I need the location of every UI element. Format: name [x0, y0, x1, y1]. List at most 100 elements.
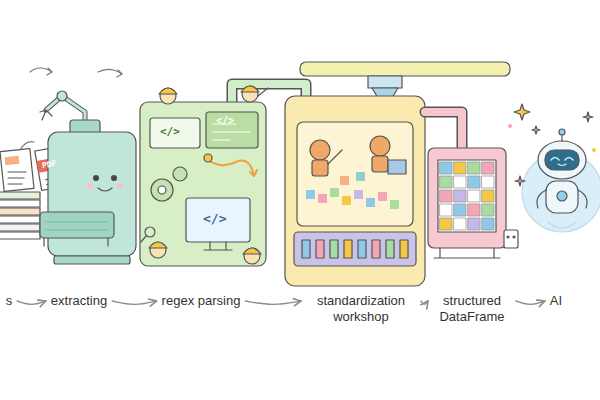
- extractor-machine-part: [117, 183, 123, 189]
- workshop-machine-part: [285, 96, 425, 286]
- workshop-machine-part: [372, 156, 388, 172]
- flow-arrow: [17, 301, 46, 304]
- stage-label-box: AI: [548, 292, 564, 310]
- paper-stack-part: [5, 156, 20, 165]
- regex-machine-part: [205, 158, 254, 176]
- ai-robot-part: [548, 222, 576, 228]
- extractor-machine-part: [57, 91, 67, 101]
- stage-label: regex parsing: [162, 293, 241, 309]
- extractor-machine-part: [98, 188, 112, 191]
- workshop-machine-part: [358, 240, 366, 258]
- worker-figure-part: [141, 236, 146, 242]
- dataframe-monitor-part: [468, 176, 480, 188]
- extractor-machine-part: [40, 110, 52, 120]
- flow-arrow-part: [47, 68, 52, 75]
- extractor-machine-part: [54, 256, 130, 264]
- workshop-machine-part: [306, 190, 315, 199]
- workshop-machine: [285, 96, 425, 286]
- ai-robot-part: [559, 129, 565, 135]
- stage-label: s: [6, 293, 13, 309]
- stage-label-box: extracting: [49, 292, 109, 310]
- workshop-machine-part: [340, 176, 349, 185]
- regex-machine-part: [173, 167, 187, 181]
- workshop-machine-part: [302, 240, 310, 258]
- worker-figure: [141, 86, 268, 264]
- worker-figure-part: [150, 242, 166, 258]
- workshop-machine-part: [344, 240, 352, 258]
- dataframe-monitor-part: [454, 218, 466, 230]
- worker-figure-part: [258, 88, 268, 96]
- paper-stack-part: [8, 172, 26, 184]
- stage-label-box: s: [4, 292, 15, 310]
- regex-machine-part: [204, 242, 232, 250]
- worker-figure-part: [149, 242, 167, 248]
- workshop-machine-part: [312, 160, 328, 176]
- regex-machine-part: [206, 112, 258, 148]
- ai-robot-part: [538, 141, 586, 179]
- stage-label-box: standardization workshop: [304, 292, 418, 326]
- workshop-machine-part: [370, 136, 390, 156]
- flow-arrow-part: [20, 142, 34, 150]
- extractor-machine-part: [46, 222, 108, 230]
- stage-label: standardization workshop: [306, 293, 416, 325]
- workshop-machine-part: [330, 240, 338, 258]
- dataframe-monitor-part: [428, 148, 506, 248]
- connector-pipe-part: [425, 112, 462, 148]
- sparkle-part: [514, 104, 530, 120]
- stage-label: AI: [550, 293, 562, 309]
- feeder-bar-part: [368, 76, 402, 88]
- code-symbol: </>: [216, 115, 234, 126]
- extractor-machine-part: [87, 183, 93, 189]
- connector-pipe-part: [425, 112, 462, 148]
- worker-figure-part: [145, 227, 155, 237]
- dataframe-monitor-part: [454, 162, 466, 174]
- ai-robot-part: [558, 164, 566, 166]
- worker-figure-part: [159, 88, 177, 94]
- regex-machine-part: [186, 198, 250, 242]
- workshop-machine-part: [328, 150, 342, 164]
- paper-stack-part: [0, 149, 34, 192]
- paper-stack: [0, 149, 40, 239]
- dataframe-monitor-part: [468, 190, 480, 202]
- regex-machine: [140, 84, 306, 266]
- worker-figure-part: [244, 248, 260, 264]
- dataframe-monitor-part: [482, 162, 494, 174]
- dataframe-monitor-part: [440, 218, 452, 230]
- dataframe-monitor-part: [454, 176, 466, 188]
- dataframe-monitor-part: [438, 160, 496, 232]
- regex-machine-part: [150, 118, 200, 148]
- workshop-machine-part: [372, 240, 380, 258]
- dataframe-monitor-part: [440, 162, 494, 230]
- regex-machine-part: [212, 124, 250, 140]
- extractor-machine-part: [44, 238, 108, 246]
- workshop-machine-part: [388, 160, 406, 174]
- worker-figure-part: [241, 86, 259, 92]
- workshop-machine-part: [354, 190, 363, 199]
- flow-arrow: [245, 301, 301, 304]
- workshop-machine-part: [316, 240, 324, 258]
- dataframe-monitor-part: [482, 218, 494, 230]
- worker-figure-part: [243, 248, 261, 254]
- paper-stack-part: [0, 208, 40, 215]
- workshop-machine-part: [342, 196, 351, 205]
- ai-robot-part: [546, 181, 578, 213]
- paper-stack-part: [0, 192, 40, 199]
- sparkle-part: [508, 124, 512, 128]
- ai-robot-part: [557, 191, 567, 201]
- dataframe-monitor-part: [454, 204, 466, 216]
- dataframe-monitor-part: [440, 204, 452, 216]
- dataframe-monitor-part: [440, 176, 452, 188]
- ai-robot-part: [545, 150, 579, 170]
- regex-machine-part: [158, 186, 166, 194]
- workshop-machine-part: [366, 198, 375, 207]
- connector-pipe: [425, 112, 462, 148]
- dataframe-monitor-part: [440, 162, 452, 174]
- ai-robot: [522, 129, 600, 232]
- sparkle-part: [592, 148, 596, 152]
- sparkle-part: [515, 176, 525, 186]
- dataframe-monitor-part: [504, 230, 518, 248]
- workshop-machine-part: [390, 200, 399, 209]
